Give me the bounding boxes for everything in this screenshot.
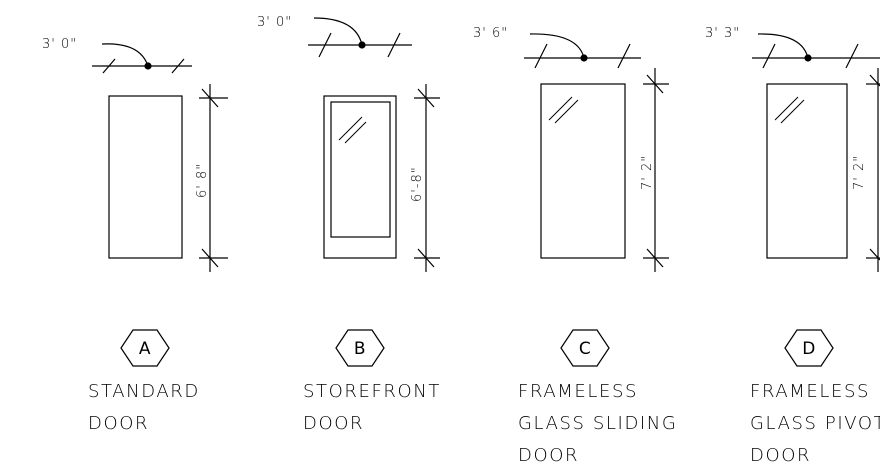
door-c-tag: C — [560, 329, 610, 367]
door-b-tag-letter: B — [354, 339, 366, 359]
door-a-caption-line-1: STANDARD — [88, 381, 200, 402]
door-b-glass-panel — [330, 101, 391, 238]
door-b: 3' 0" 6'-8" B STOREFRONT DOOR — [257, 15, 441, 434]
door-a-height-label: 6' 8" — [195, 163, 210, 198]
door-d-tag: D — [784, 329, 834, 367]
door-a-tag: A — [120, 329, 170, 367]
door-d-caption-line-3: DOOR — [750, 445, 811, 466]
door-b-width-dimension: 3' 0" — [257, 15, 412, 58]
door-c-width-label: 3' 6" — [473, 26, 508, 41]
door-a-elevation — [108, 95, 183, 259]
door-c: 3' 6" 7' 2" C FRAMELESS GLASS SLIDING DO… — [473, 26, 677, 466]
door-c-glass-hatch — [548, 96, 573, 121]
door-c-height-dimension: 7' 2" — [640, 68, 669, 272]
door-d: 3' 3" 7' 2" D FRAMELESS GLASS PIVOT DOOR — [705, 26, 880, 466]
door-c-caption-line-3: DOOR — [518, 445, 579, 466]
door-a-width-label: 3' 0" — [42, 37, 77, 52]
door-c-height-label: 7' 2" — [640, 155, 655, 190]
door-d-width-dimension: 3' 3" — [705, 26, 880, 69]
door-d-glass-hatch — [774, 96, 799, 121]
door-d-caption-line-2: GLASS PIVOT — [750, 413, 880, 434]
door-a-tag-letter: A — [139, 339, 151, 359]
door-c-tag-letter: C — [579, 339, 591, 359]
door-d-tag-letter: D — [802, 339, 816, 359]
door-d-height-label: 7' 2" — [852, 155, 867, 190]
door-b-tag: B — [335, 329, 385, 367]
door-b-height-label: 6'-8" — [410, 166, 425, 202]
door-b-height-dimension: 6'-8" — [410, 84, 440, 272]
door-d-width-label: 3' 3" — [705, 26, 740, 41]
door-d-caption-line-1: FRAMELESS — [750, 381, 870, 402]
door-b-width-label: 3' 0" — [257, 15, 292, 30]
door-a: 3' 0" 6' 8" A STANDARD DOOR — [42, 37, 228, 434]
door-a-height-dimension: 6' 8" — [195, 84, 228, 272]
door-c-elevation — [540, 83, 626, 259]
door-b-elevation — [323, 95, 397, 259]
door-d-elevation — [766, 83, 848, 259]
door-c-width-dimension: 3' 6" — [473, 26, 641, 69]
door-b-caption-line-2: DOOR — [303, 413, 364, 434]
door-a-width-dimension: 3' 0" — [42, 37, 192, 74]
door-a-caption-line-2: DOOR — [88, 413, 149, 434]
door-b-glass-hatch — [338, 116, 363, 141]
door-c-caption-line-1: FRAMELESS — [518, 381, 638, 402]
door-d-height-dimension: 7' 2" — [852, 68, 880, 272]
door-c-caption-line-2: GLASS SLIDING — [518, 413, 677, 434]
door-b-caption-line-1: STOREFRONT — [303, 381, 441, 402]
